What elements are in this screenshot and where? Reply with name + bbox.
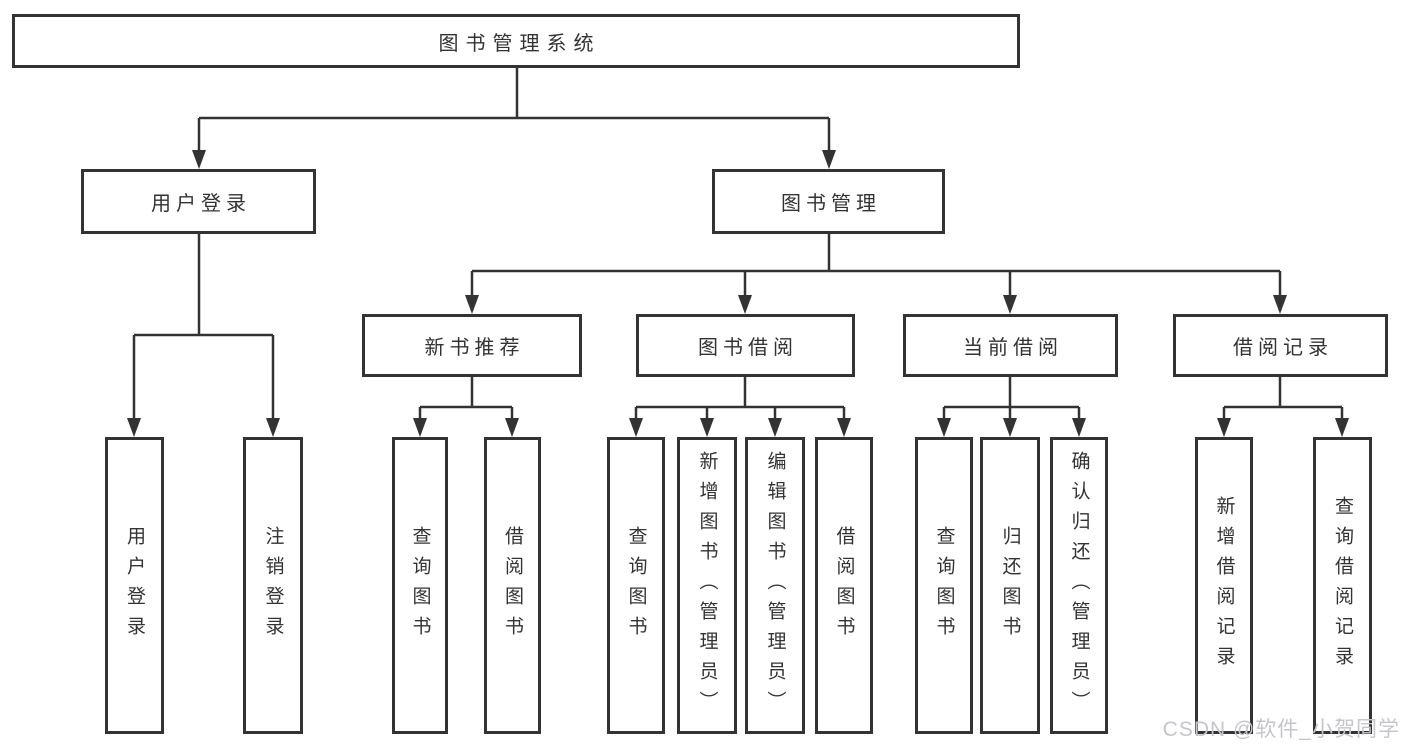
leaf-label: 注销登录 [262, 525, 284, 646]
leaf-label: 借阅图书 [833, 525, 855, 646]
node-new-book-recommend: 新书推荐 [362, 314, 582, 377]
node-root-library-management-system: 图书管理系统 [12, 14, 1020, 68]
node-user-login: 用户登录 [81, 169, 316, 234]
watermark: CSDN @软件_小贺同学 [1162, 718, 1400, 741]
leaf-borrow-edit-books-admin: 编辑图书（管理员） [745, 437, 805, 734]
leaf-current-confirm-return-admin: 确认归还（管理员） [1050, 437, 1108, 734]
leaf-borrow-borrow-books: 借阅图书 [815, 437, 873, 734]
leaf-borrow-query-books: 查询图书 [607, 437, 665, 734]
node-book-borrowing: 图书借阅 [636, 314, 855, 377]
leaf-borrow-add-books-admin: 新增图书（管理员） [677, 437, 737, 734]
node-label: 新书推荐 [424, 337, 525, 359]
node-label: 当前借阅 [963, 337, 1063, 359]
leaf-label: 编辑图书（管理员） [764, 450, 786, 721]
node-label: 借阅记录 [1233, 337, 1333, 359]
leaf-label: 新增图书（管理员） [696, 450, 718, 721]
leaf-records-add-borrow-record: 新增借阅记录 [1195, 437, 1253, 734]
leaf-label: 查询图书 [409, 525, 431, 646]
leaf-label: 用户登录 [124, 525, 145, 646]
leaf-records-query-borrow-record: 查询借阅记录 [1313, 437, 1372, 734]
node-label: 图书借阅 [698, 337, 798, 359]
leaf-newbook-query-books: 查询图书 [392, 437, 448, 734]
node-book-management: 图书管理 [712, 169, 945, 234]
arrowheads [127, 150, 1349, 437]
leaf-label: 新增借阅记录 [1213, 495, 1235, 676]
leaf-label: 借阅图书 [502, 525, 523, 646]
leaf-label: 确认归还（管理员） [1068, 450, 1090, 721]
leaf-label: 查询图书 [933, 525, 955, 646]
leaf-label: 查询借阅记录 [1332, 495, 1353, 676]
node-label: 图书管理 [781, 193, 881, 215]
node-borrowing-records: 借阅记录 [1173, 314, 1388, 377]
leaf-logout: 注销登录 [243, 437, 303, 734]
leaf-user-login: 用户登录 [105, 437, 164, 734]
leaf-label: 归还图书 [999, 525, 1021, 646]
node-label: 用户登录 [151, 193, 251, 215]
leaf-current-return-books: 归还图书 [980, 437, 1040, 734]
node-current-borrowing: 当前借阅 [903, 314, 1118, 377]
node-label: 图书管理系统 [438, 32, 601, 55]
leaf-current-query-books: 查询图书 [915, 437, 973, 734]
leaf-label: 查询图书 [625, 525, 647, 646]
leaf-newbook-borrow-books: 借阅图书 [484, 437, 541, 734]
